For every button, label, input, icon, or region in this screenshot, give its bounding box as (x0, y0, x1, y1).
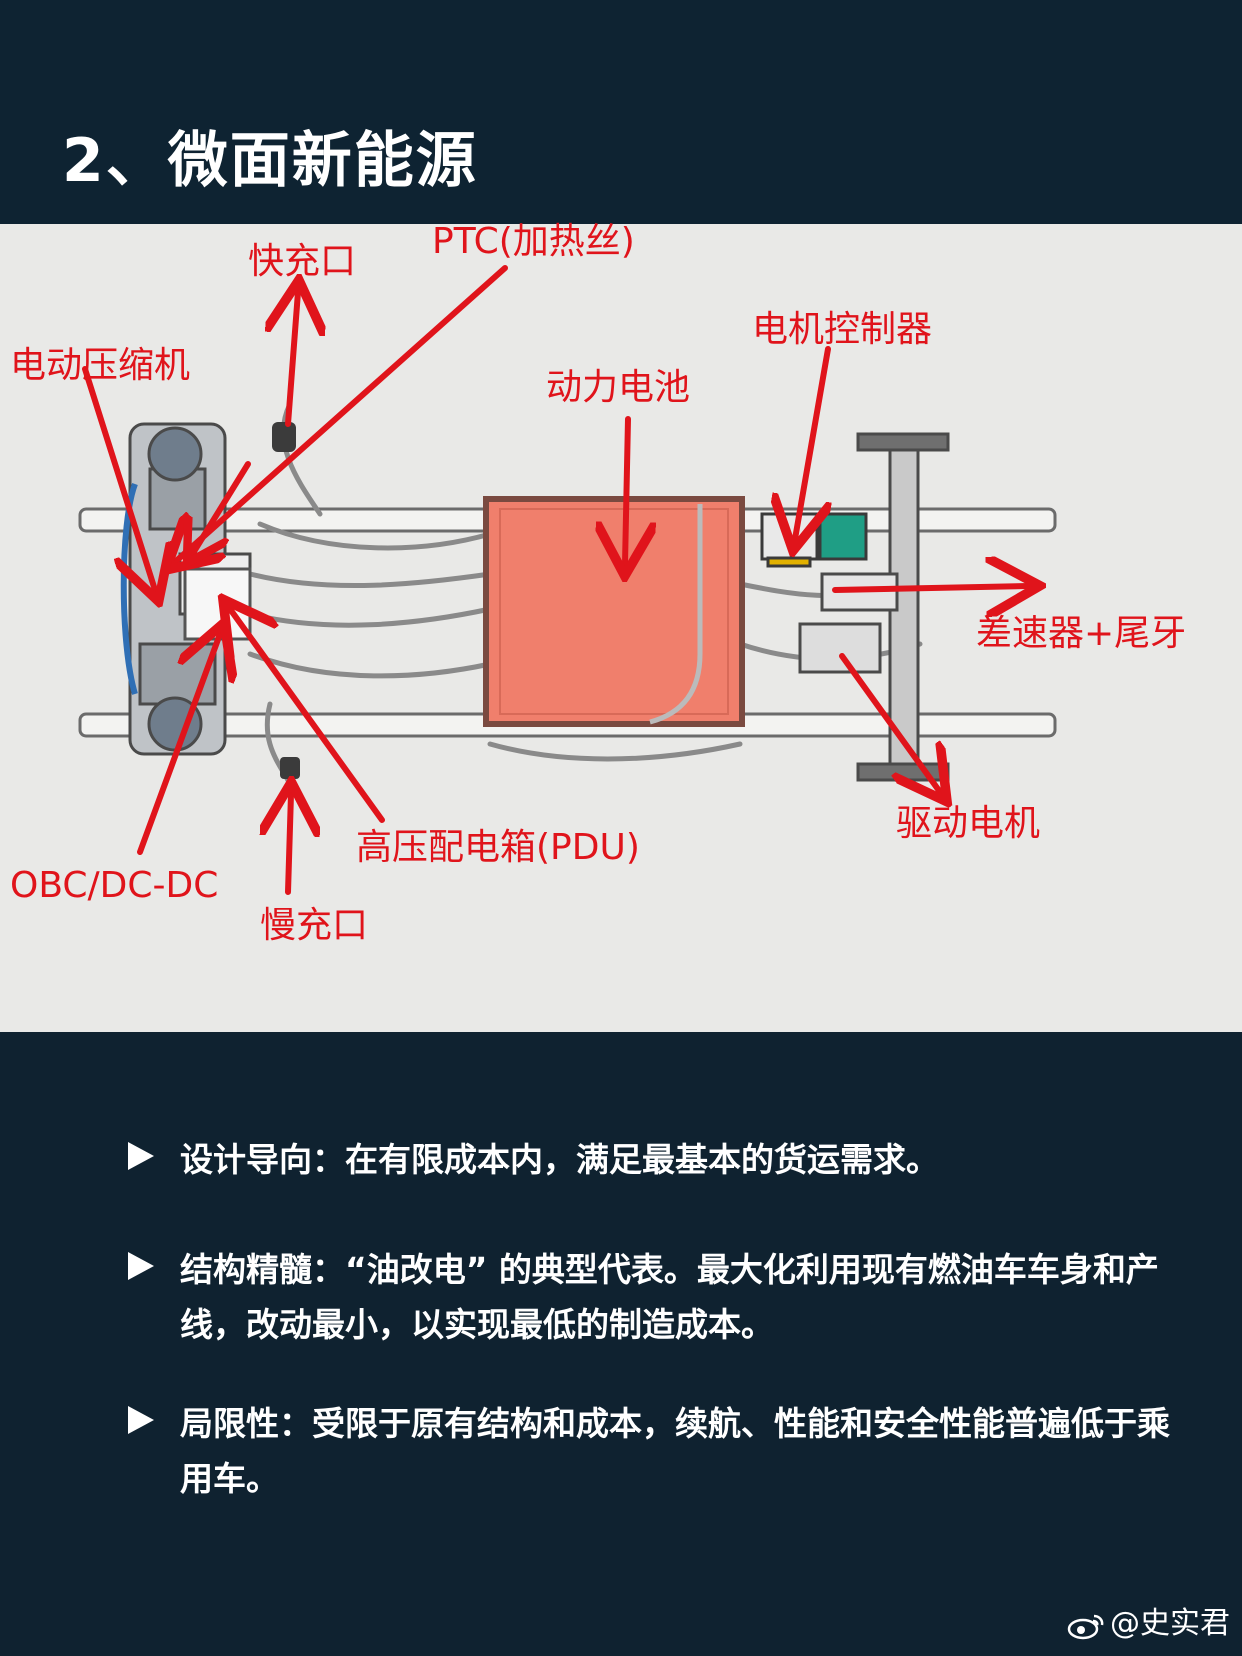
watermark: @史实君 (1066, 1598, 1230, 1642)
label-motor-controller: 电机控制器 (752, 309, 933, 350)
page-title: 2、微面新能源 (62, 126, 478, 196)
label-slow-charge: 慢充口 (260, 905, 369, 946)
bullet-triangle-icon (128, 1142, 154, 1170)
bullet-text: 局限性：受限于原有结构和成本，续航、性能和安全性能普遍低于乘用车。 (180, 1404, 1170, 1498)
label-differential: 差速器+尾牙 (976, 613, 1187, 654)
label-drive-motor: 驱动电机 (896, 803, 1041, 844)
watermark-text: @史实君 (1110, 1606, 1230, 1641)
bullet-section: 设计导向：在有限成本内，满足最基本的货运需求。 结构精髓：“油改电” 的典型代表… (0, 1032, 1242, 1656)
label-obc: OBC/DC-DC (10, 865, 219, 906)
bullet-triangle-icon (128, 1406, 154, 1434)
chassis-diagram: 快充口 PTC(加热丝) 电动压缩机 电机控制器 动力电池 差速器+尾牙 驱动电… (0, 224, 1242, 1032)
bullet-text: 设计导向：在有限成本内，满足最基本的货运需求。 (180, 1140, 939, 1179)
bullet-text: 结构精髓：“油改电” 的典型代表。最大化利用现有燃油车车身和产线，改动最小，以实… (180, 1250, 1159, 1344)
battery-pack (483, 496, 745, 727)
weibo-icon (1067, 1614, 1104, 1639)
label-battery: 动力电池 (546, 367, 691, 408)
label-pdu: 高压配电箱(PDU) (356, 827, 640, 868)
fast-charge-port (272, 422, 296, 452)
header: 2、微面新能源 (0, 0, 1242, 224)
motor-controller (760, 512, 868, 568)
bullet-triangle-icon (128, 1252, 154, 1280)
label-fast-charge: 快充口 (248, 241, 357, 282)
label-compressor: 电动压缩机 (10, 345, 191, 386)
slow-charge-port (280, 757, 300, 779)
chassis-drawing (78, 265, 1057, 895)
pdu-box (183, 567, 252, 641)
annotation-arrows (82, 265, 1028, 895)
label-ptc: PTC(加热丝) (432, 221, 635, 262)
